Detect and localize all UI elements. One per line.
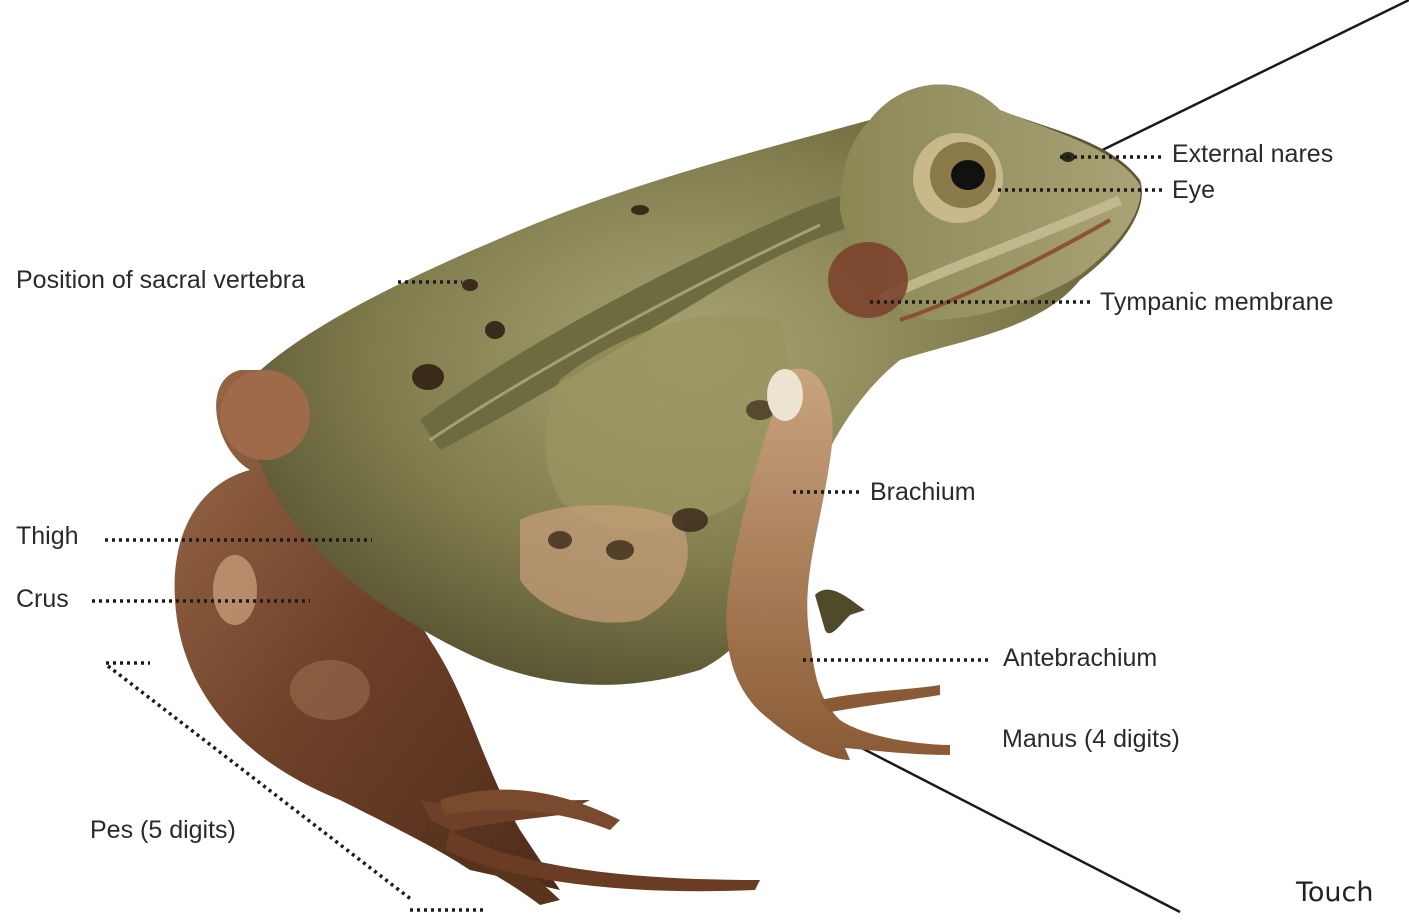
label-thigh: Thigh (16, 524, 79, 549)
tympanum-shape (828, 242, 908, 318)
frog-head (828, 85, 1141, 320)
label-eye: Eye (1172, 178, 1215, 203)
label-brachium: Brachium (870, 480, 976, 505)
label-pes: Pes (5 digits) (90, 818, 236, 843)
label-antebrachium: Antebrachium (1003, 646, 1157, 671)
label-external-nares: External nares (1172, 142, 1333, 167)
label-tympanic-membrane: Tympanic membrane (1100, 290, 1333, 315)
diagonal-line-top (1082, 0, 1409, 160)
label-manus: Manus (4 digits) (1002, 727, 1180, 752)
label-crus: Crus (16, 587, 69, 612)
touch-overlay-text: Touch (1296, 877, 1374, 908)
diagonal-line-bottom (850, 742, 1180, 912)
label-sacral-vertebra: Position of sacral vertebra (16, 268, 305, 293)
